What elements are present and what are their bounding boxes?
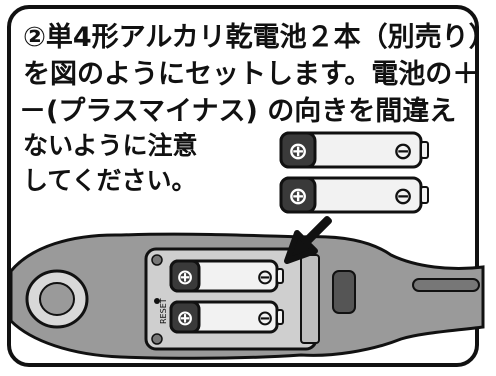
minus-symbol: ⊖	[393, 137, 413, 165]
insert-arrow-icon	[284, 216, 332, 264]
plus-symbol: ⊕	[288, 182, 308, 210]
device-illustration: ⊕ ⊖ ⊕ ⊖ ⊕ ⊖ ⊕ ⊖ RESET	[9, 131, 485, 360]
plus-symbol: ⊕	[176, 265, 194, 289]
screw-icon	[151, 333, 163, 345]
installed-battery-2	[169, 300, 284, 334]
loose-battery-2	[279, 176, 429, 214]
instruction-line-4: ないように注意	[23, 131, 198, 160]
instruction-line-3: －(プラスマイナス) の向きを間違え	[19, 96, 457, 127]
instruction-line-2: を図のようにセットします。電池の＋	[23, 59, 480, 90]
installed-battery-1	[169, 259, 284, 293]
plus-symbol: ⊕	[176, 306, 194, 330]
reset-hole-icon	[154, 298, 160, 304]
instruction-line-1: ②単4形アルカリ乾電池２本（別売り）	[23, 22, 496, 53]
minus-symbol: ⊖	[256, 265, 274, 289]
plus-symbol: ⊕	[288, 137, 308, 165]
minus-symbol: ⊖	[393, 182, 413, 210]
reset-label: RESET	[159, 298, 168, 324]
minus-symbol: ⊖	[256, 306, 274, 330]
instruction-line-5: してください。	[23, 166, 197, 195]
instruction-panel: ⊕ ⊖ ⊕ ⊖ ⊕ ⊖ ⊕ ⊖ RESET ②単4形アルカリ乾電池２本（別売り）…	[7, 5, 496, 367]
screw-icon	[151, 254, 163, 266]
loose-battery-1	[279, 131, 429, 169]
